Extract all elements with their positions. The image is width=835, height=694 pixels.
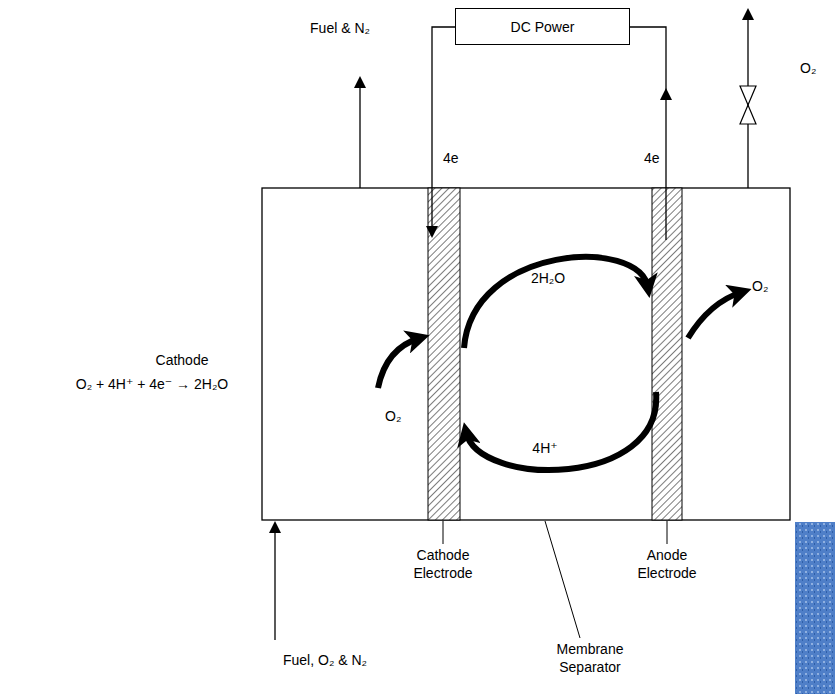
valve-symbol bbox=[740, 105, 756, 124]
reaction-arrow bbox=[378, 338, 420, 388]
reaction-equation: O₂ + 4H⁺ + 4e⁻ → 2H₂O bbox=[76, 376, 228, 394]
species-label: O₂ bbox=[752, 278, 768, 296]
species-label: 4H⁺ bbox=[532, 440, 557, 458]
cell-housing bbox=[262, 188, 790, 520]
part-label: Membrane Separator bbox=[557, 641, 624, 676]
electron-label: 4e bbox=[443, 150, 459, 168]
valve-symbol bbox=[740, 86, 756, 105]
species-label: O₂ bbox=[385, 408, 401, 426]
electron-label: 4e bbox=[644, 150, 660, 168]
part-label: Anode Electrode bbox=[637, 547, 696, 582]
power-box: DC Power bbox=[455, 8, 630, 45]
stream-label: Fuel, O₂ & N₂ bbox=[283, 652, 367, 670]
reaction-arrow bbox=[466, 392, 656, 470]
leader-line bbox=[545, 521, 580, 638]
reaction-arrow bbox=[688, 292, 742, 338]
anode-electrode bbox=[652, 188, 682, 520]
wire bbox=[665, 90, 666, 240]
flow-arrow bbox=[274, 523, 275, 640]
part-label: Cathode Electrode bbox=[413, 547, 472, 582]
reaction-arrow bbox=[464, 257, 648, 348]
cathode-electrode bbox=[428, 188, 460, 520]
wire bbox=[432, 27, 455, 236]
species-label: 2H₂O bbox=[531, 270, 565, 288]
leader-line bbox=[443, 521, 444, 544]
leader-line bbox=[667, 521, 668, 544]
image-artifact bbox=[795, 522, 835, 694]
electrode-name: Cathode bbox=[156, 352, 209, 370]
flow-arrow bbox=[359, 78, 360, 188]
box-label: DC Power bbox=[511, 19, 575, 35]
stream-label: O₂ bbox=[800, 60, 816, 78]
wire bbox=[630, 27, 666, 92]
stream-label: Fuel & N₂ bbox=[310, 20, 370, 38]
